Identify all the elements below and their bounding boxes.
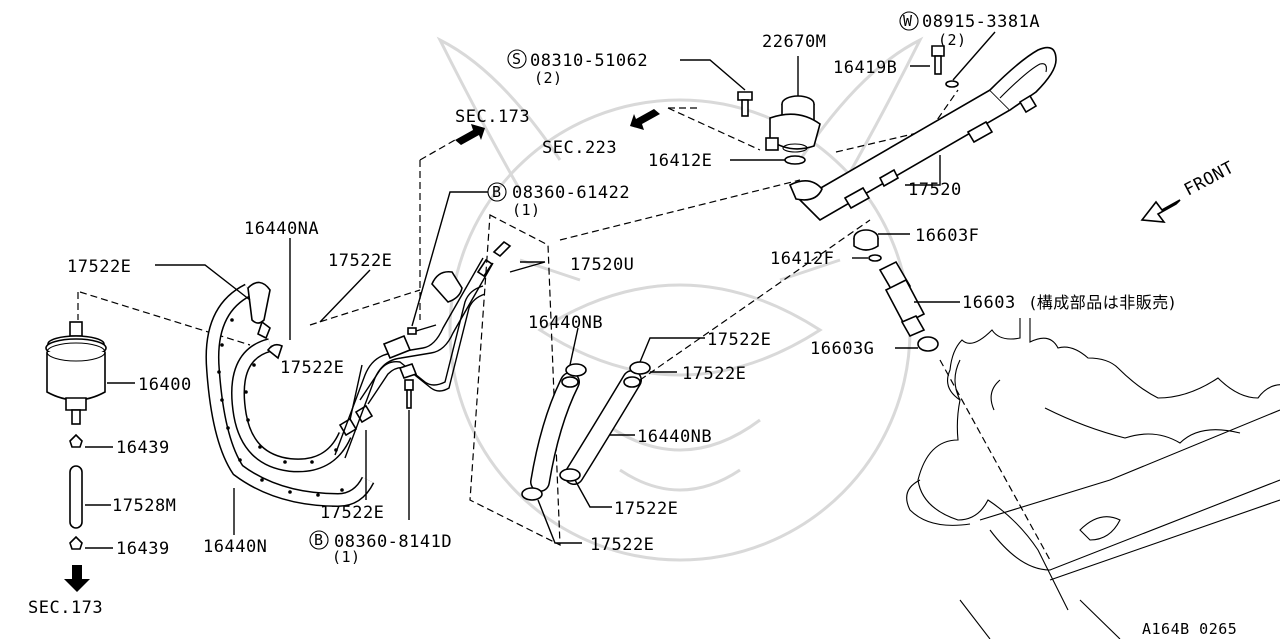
clamps-17522E xyxy=(521,361,651,501)
label-16412F: 16412F xyxy=(770,249,834,269)
svg-text:B: B xyxy=(314,531,324,549)
bolt-08360-61422 xyxy=(407,191,488,335)
marker-s: S xyxy=(507,49,527,69)
label-sec223: SEC.223 xyxy=(542,138,617,158)
fuel-tube-17520U xyxy=(334,240,512,459)
label-16439-1: 16439 xyxy=(116,438,170,458)
label-08310-51062: 08310-51062 xyxy=(530,51,648,71)
injector-16603 xyxy=(852,229,960,352)
label-17520: 17520 xyxy=(908,180,962,200)
hose-17528M xyxy=(69,465,111,529)
down-arrow-icon xyxy=(64,565,90,592)
svg-text:S: S xyxy=(512,50,522,68)
label-16419B: 16419B xyxy=(833,58,897,78)
label-sec173-top: SEC.173 xyxy=(455,107,530,127)
label-08915-3381A: 08915-3381A xyxy=(922,12,1040,32)
label-17522E-4: 17522E xyxy=(682,364,746,384)
hose-16440NB-right xyxy=(564,370,642,485)
label-16440NB-1: 16440NB xyxy=(528,313,603,333)
marker-w: W xyxy=(899,11,919,31)
marker-b-lower: B xyxy=(309,530,329,550)
hose-16440NB-left xyxy=(530,372,580,492)
label-16440NA: 16440NA xyxy=(244,219,319,239)
label-16400: 16400 xyxy=(138,375,192,395)
label-17522E-8: 17522E xyxy=(590,535,654,555)
svg-text:W: W xyxy=(903,12,913,30)
label-sec173-bottom: SEC.173 xyxy=(28,598,103,618)
label-16603G: 16603G xyxy=(810,339,874,359)
o-ring-16412E xyxy=(784,155,806,165)
engine-manifold-outline xyxy=(906,318,1280,639)
fuel-filter xyxy=(45,321,135,425)
hose-16440N xyxy=(205,283,375,508)
label-08310-qty: (2) xyxy=(534,69,563,87)
label-08360-8141D: 08360-8141D xyxy=(334,532,452,552)
front-arrow-icon xyxy=(1140,199,1181,223)
figure-code: A164B 0265 xyxy=(1142,620,1237,638)
label-16603F: 16603F xyxy=(915,226,979,246)
label-17522E-2: 17522E xyxy=(328,251,392,271)
label-16439-2: 16439 xyxy=(116,539,170,559)
label-17528M: 17528M xyxy=(112,496,176,516)
sec223-arrow-icon xyxy=(630,107,700,130)
label-17522E-3: 17522E xyxy=(707,330,771,350)
label-front: FRONT xyxy=(1181,158,1238,201)
label-08360-61422-qty: (1) xyxy=(512,201,541,219)
label-17522E-5: 17522E xyxy=(280,358,344,378)
bolt-16419B xyxy=(910,31,996,88)
label-17522E-1: 17522E xyxy=(67,257,131,277)
label-16412E: 16412E xyxy=(648,151,712,171)
label-08915-qty: (2) xyxy=(938,31,967,49)
bolt-08360-8141D xyxy=(404,379,414,520)
clip-16439-lower xyxy=(69,535,113,550)
pressure-regulator-22670M xyxy=(765,56,821,153)
label-22670M: 22670M xyxy=(762,32,826,52)
label-16603-note: (構成部品は非販売) xyxy=(1030,293,1176,312)
label-16440N: 16440N xyxy=(203,537,267,557)
clip-16439-upper xyxy=(69,433,113,448)
label-16440NB-2: 16440NB xyxy=(637,427,712,447)
label-08360-8141D-qty: (1) xyxy=(332,548,361,566)
sec173-top-arrow-icon xyxy=(455,124,485,145)
label-16603: 16603 xyxy=(962,293,1016,313)
label-17522E-6: 17522E xyxy=(614,499,678,519)
label-08360-61422: 08360-61422 xyxy=(512,183,630,203)
marker-b-upper: B xyxy=(487,182,507,202)
screw-08310-51062 xyxy=(680,59,753,117)
label-17520U: 17520U xyxy=(570,255,634,275)
hose-16440NA xyxy=(231,338,352,473)
label-17522E-7: 17522E xyxy=(320,503,384,523)
fuel-rail-17520 xyxy=(788,46,1057,222)
svg-text:B: B xyxy=(492,183,502,201)
